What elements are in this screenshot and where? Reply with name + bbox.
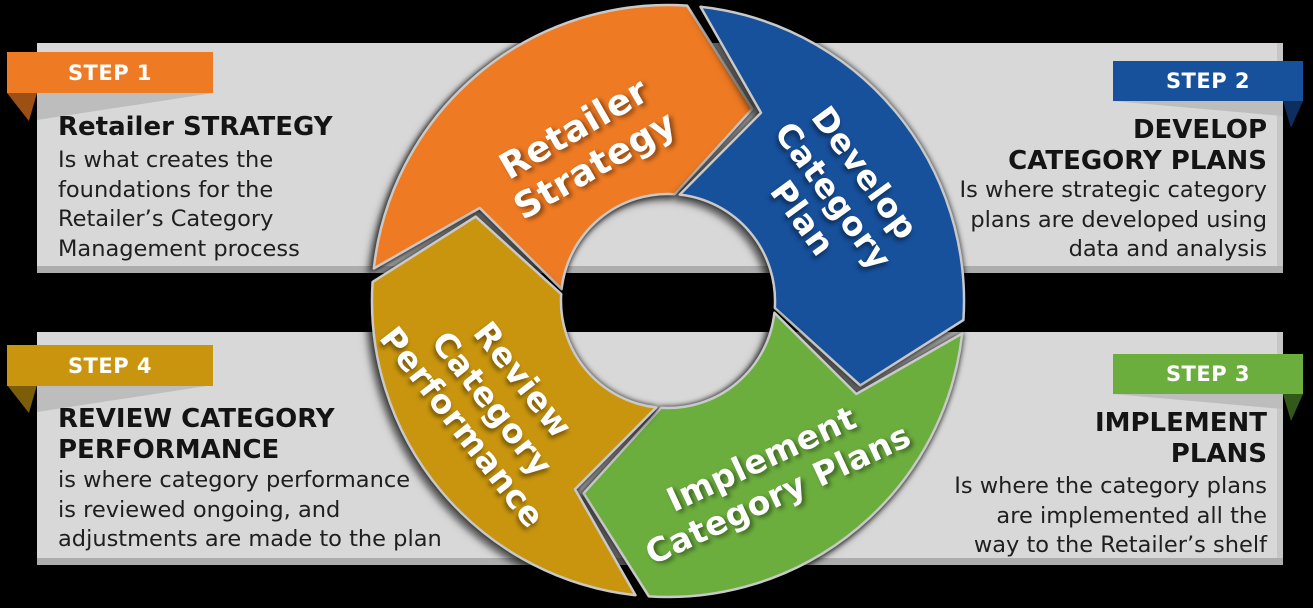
segment-implement-category-plans — [582, 311, 964, 599]
step2-ribbon-label: STEP 2 — [1165, 69, 1251, 93]
step4-body-line: adjustments are made to the plan — [58, 526, 442, 552]
step3-ribbon: STEP 3 — [1113, 354, 1303, 394]
step2-body-line: data and analysis — [1068, 236, 1267, 262]
step4-title-line: REVIEW CATEGORY — [58, 404, 335, 434]
step4-body-line: is reviewed ongoing, and — [58, 496, 341, 523]
step4-title: REVIEW CATEGORY PERFORMANCE — [58, 404, 335, 466]
step1-body-line: Is what creates the — [58, 147, 274, 173]
step3-body-line: are implemented all the — [996, 502, 1267, 529]
band-right-edge — [1277, 43, 1283, 266]
step3-title-line: PLANS — [1170, 439, 1267, 469]
segment-retailer-strategy — [372, 3, 754, 291]
step4-ribbon: STEP 4 — [7, 345, 213, 386]
step2-title: DEVELOP CATEGORY PLANS — [867, 115, 1267, 177]
step1-ribbon-label: STEP 1 — [67, 60, 153, 85]
step1-description: Is what creates the foundations for the … — [58, 146, 300, 264]
band-right-edge — [1277, 332, 1283, 558]
segment-review-category-performance — [370, 215, 658, 597]
step1-body-line: Retailer’s Category — [58, 206, 274, 232]
step3-title-line: IMPLEMENT — [1094, 408, 1267, 438]
step2-body-line: plans are developed using — [970, 206, 1267, 233]
step4-ribbon-label: STEP 4 — [67, 353, 153, 378]
band-bottom-edge — [37, 266, 1283, 273]
step3-title: IMPLEMENT PLANS — [867, 408, 1267, 470]
step2-body-line: Is where strategic category — [959, 177, 1267, 203]
step4-title-line: PERFORMANCE — [58, 435, 280, 465]
step1-ribbon: STEP 1 — [7, 52, 213, 93]
step1-title: Retailer STRATEGY — [58, 112, 333, 143]
step2-description: Is where strategic category plans are de… — [867, 176, 1267, 265]
step3-body-line: Is where the category plans — [954, 473, 1267, 499]
step1-body-line: Management process — [58, 235, 300, 262]
step1-title-line: Retailer STRATEGY — [58, 112, 333, 142]
step3-ribbon-label: STEP 3 — [1165, 362, 1251, 386]
step2-title-line: DEVELOP — [1132, 115, 1267, 145]
step4-body-line: is where category performance — [58, 467, 411, 493]
step4-description: is where category performance is reviewe… — [58, 466, 442, 555]
segment-develop-category-plan — [678, 5, 966, 387]
step1-body-line: foundations for the — [58, 176, 274, 203]
step2-title-line: CATEGORY PLANS — [1008, 146, 1267, 176]
step2-ribbon: STEP 2 — [1113, 61, 1303, 101]
step3-description: Is where the category plans are implemen… — [867, 472, 1267, 561]
step3-body-line: way to the Retailer’s shelf — [973, 532, 1267, 558]
